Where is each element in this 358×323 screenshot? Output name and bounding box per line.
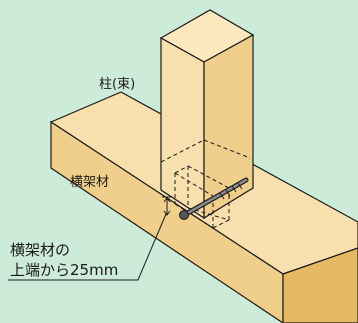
dimension-arrow-bottom (163, 210, 171, 216)
screw (179, 177, 249, 220)
post-right-face (203, 33, 254, 220)
post (159, 9, 255, 220)
screw-shaft (184, 178, 248, 216)
tenon-edge (174, 165, 189, 174)
leader-line (8, 213, 167, 281)
tenon-edge (174, 172, 214, 197)
dimension-arrow-top (163, 197, 171, 203)
dimension-25mm (162, 196, 172, 216)
tenon-edge (174, 203, 214, 229)
note-line-1: 横架材の (10, 241, 70, 259)
screw-head (179, 210, 189, 220)
hidden-lines (160, 139, 251, 229)
hidden-edge (160, 139, 205, 163)
beam-label: 横架材 (70, 175, 109, 190)
post-label: 柱(束) (99, 77, 135, 92)
beam-end-face (282, 247, 358, 323)
tenon-edge (187, 165, 230, 189)
note-line-2: 上端から25mm (10, 261, 118, 279)
hidden-edge (203, 139, 251, 159)
post-left-face (160, 36, 205, 220)
tenon-edge (212, 219, 230, 229)
